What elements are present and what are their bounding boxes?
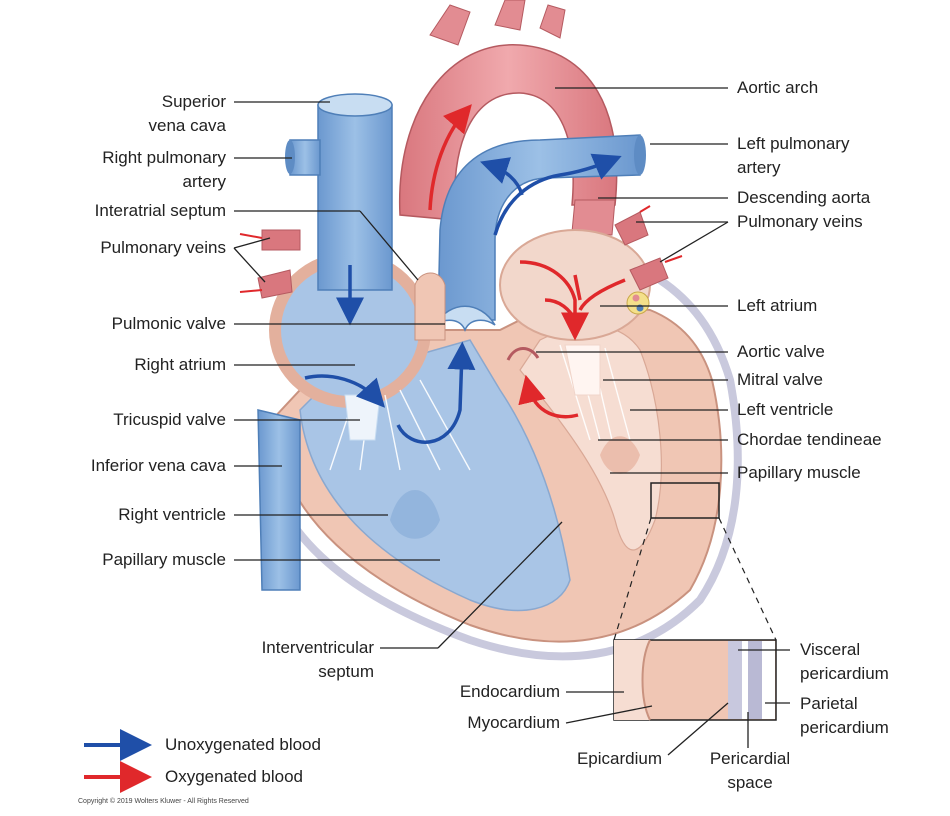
label-pulmonary-veins-right: Pulmonary veins [737,212,863,231]
coronary-vessel-icon [626,291,650,315]
rpa-end [285,140,295,174]
label-aortic-arch: Aortic arch [737,78,819,97]
coronary-artery-dot [632,294,640,302]
superior-vena-cava-vessel [317,104,393,291]
pericardium-sac [258,276,742,661]
leader-lines [233,87,790,756]
label-pulmonary-veins-left: Pulmonary veins [100,238,226,257]
tricuspid-valve-shape [344,394,381,441]
label-papillary-muscle-right: Papillary muscle [737,463,861,482]
copyright-notice: Copyright © 2019 Wolters Kluwer - All Ri… [78,798,249,805]
label-inferior-vena-cava: Inferior vena cava [90,456,226,475]
legend-oxygenated-label: Oxygenated blood [165,767,303,786]
papillary-muscle-left-shape [600,436,640,474]
label-interatrial-septum: Interatrial septum [94,201,226,220]
label-right-atrium: Right atrium [134,355,226,374]
papillary-muscle-right-shape [390,490,440,539]
label-papillary-muscle-left: Papillary muscle [102,550,226,569]
descending-aorta-vessel [571,199,616,236]
pulmonary-veins-right-side [239,229,301,299]
label-pulmonic-valve: Pulmonic valve [111,314,226,333]
svc-opening [317,93,393,117]
label-epicardium: Epicardium [576,749,662,768]
unoxygenated-flow-arrows [304,153,622,444]
inferior-vena-cava-vessel [257,409,301,591]
zoom-line-right [718,517,777,641]
wall-layers-inset [613,639,777,721]
mitral-valve-shape [564,344,601,396]
legend-unoxygenated-label: Unoxygenated blood [165,735,321,754]
septum-wall [414,272,446,341]
pulmonary-veins-left-side [614,205,683,291]
aorta-vessel [398,44,618,221]
label-aortic-valve: Aortic valve [737,342,825,361]
label-right-ventricle: Right ventricle [118,505,226,524]
label-mitral-valve: Mitral valve [737,370,823,389]
label-endocardium: Endocardium [459,682,560,701]
label-chordae-tendineae: Chordae tendineae [737,430,882,449]
label-left-ventricle: Left ventricle [737,400,834,419]
aortic-branches [429,0,566,46]
oxygenated-flow-arrows [428,104,626,419]
detail-box-source [650,482,720,519]
label-myocardium: Myocardium [467,713,560,732]
lpa-end [634,135,646,175]
aortic-valve-shape [506,347,540,361]
label-tricuspid-valve: Tricuspid valve [113,410,226,429]
pulmonic-valve-shape [434,305,496,332]
label-descending-aorta: Descending aorta [737,188,871,207]
label-left-atrium: Left atrium [737,296,818,315]
